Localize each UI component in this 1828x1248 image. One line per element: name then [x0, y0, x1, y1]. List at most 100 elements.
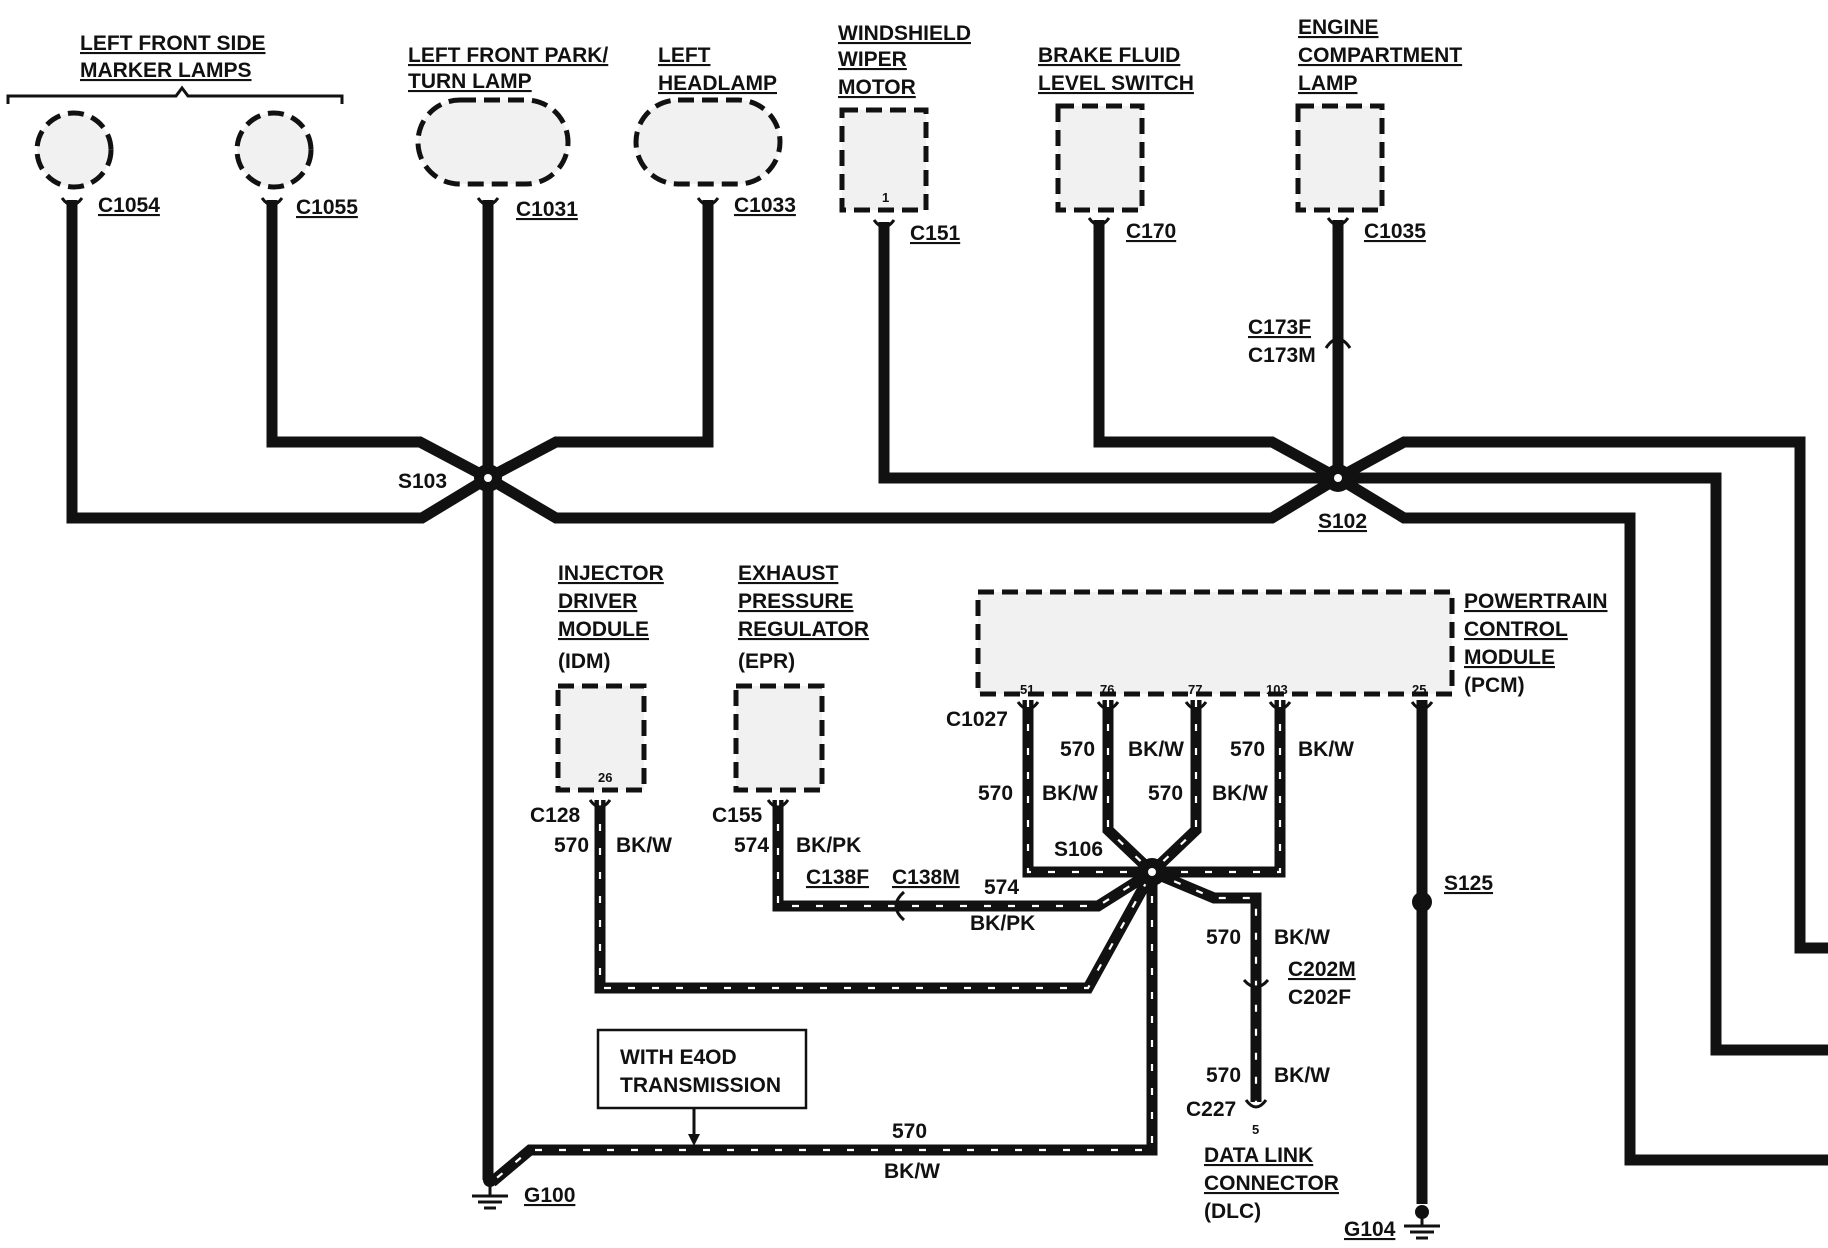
- label-c173m: C173M: [1248, 344, 1316, 367]
- label-data-link-connector-3: (DLC): [1204, 1200, 1261, 1223]
- left-front-side-marker-lamp-2: [234, 110, 314, 190]
- label-powertrain-control-module-2: CONTROL: [1464, 618, 1568, 641]
- label-powertrain-control-module-4: (PCM): [1464, 674, 1525, 697]
- wire-s102-out-3: [1335, 473, 1828, 1166]
- label-engine-compartment-lamp-3: LAMP: [1298, 72, 1358, 95]
- wires-solid: [66, 200, 1828, 1204]
- component-labels: LEFT FRONT SIDE MARKER LAMPS LEFT FRONT …: [80, 16, 1608, 1223]
- splices: [474, 464, 1432, 912]
- c138-terminal: [894, 890, 906, 922]
- label-left-headlamp-1: LEFT: [658, 44, 711, 67]
- wire-label-bkw-pcm76: BK/W: [1128, 738, 1184, 761]
- wire-label-bkw-idm: BK/W: [616, 834, 672, 857]
- label-c138m: C138M: [892, 866, 960, 889]
- wire-label-574-epr: 574: [734, 834, 769, 857]
- label-exhaust-pressure-regulator-4: (EPR): [738, 650, 795, 673]
- wire-s102-out-1: [1335, 436, 1828, 954]
- wire-label-570-g100: 570: [892, 1120, 927, 1143]
- wire-pcm76-s106: [1102, 700, 1156, 876]
- label-c151: C151: [910, 222, 961, 245]
- c173-terminal: [1324, 337, 1352, 349]
- label-s103: S103: [398, 470, 447, 493]
- label-s106: S106: [1054, 838, 1103, 861]
- label-brake-fluid-level-switch-2: LEVEL SWITCH: [1038, 72, 1194, 95]
- wire-c1055-s103: [266, 200, 491, 483]
- brake-fluid-level-switch: [1055, 103, 1145, 213]
- windshield-wiper-motor: [839, 107, 929, 213]
- wire-s102-out-2: [1338, 472, 1828, 1056]
- wire-c1054-s103: [66, 200, 491, 524]
- label-g104: G104: [1344, 1218, 1396, 1241]
- wire-idm-s106: [594, 800, 1157, 994]
- label-injector-driver-module-3: MODULE: [558, 618, 649, 641]
- pin-dlc-5: 5: [1252, 1122, 1259, 1137]
- label-windshield-wiper-motor-3: MOTOR: [838, 76, 916, 99]
- wire-label-bkw-dlc-upper: BK/W: [1274, 926, 1330, 949]
- wire-c1033-s103: [485, 200, 714, 483]
- wire-label-570-pcm77: 570: [1148, 782, 1183, 805]
- exhaust-pressure-regulator: [733, 683, 825, 793]
- wire-c151-s102: [878, 222, 1338, 484]
- wire-label-570-idm: 570: [554, 834, 589, 857]
- label-c202f: C202F: [1288, 986, 1351, 1009]
- pin-pcm-25: 25: [1412, 682, 1426, 697]
- label-c1033: C1033: [734, 194, 796, 217]
- wire-label-bkpk-c138: BK/PK: [970, 912, 1035, 935]
- label-c170: C170: [1126, 220, 1176, 243]
- wire-s103-s102: [485, 473, 1341, 524]
- components: [34, 97, 1455, 793]
- pin-wiper-1: 1: [882, 190, 889, 205]
- label-windshield-wiper-motor-1: WINDSHIELD: [838, 22, 971, 45]
- splice-labels: S103 S102 S106 S125 G100 G104: [398, 470, 1493, 1241]
- label-c138f: C138F: [806, 866, 869, 889]
- left-front-side-marker-lamp-1: [34, 110, 114, 190]
- label-left-headlamp-2: HEADLAMP: [658, 72, 777, 95]
- label-c1055: C1055: [296, 196, 358, 219]
- label-c155: C155: [712, 804, 763, 827]
- wire-labels: 570 BK/W 570 BK/W 570 BK/W 570 BK/W 570 …: [554, 738, 1354, 1183]
- wire-label-570-pcm76: 570: [1060, 738, 1095, 761]
- wire-label-bkw-pcm77: BK/W: [1212, 782, 1268, 805]
- wire-label-bkw-dlc-lower: BK/W: [1274, 1064, 1330, 1087]
- label-c1054: C1054: [98, 194, 160, 217]
- engine-compartment-lamp: [1295, 103, 1385, 213]
- label-c128: C128: [530, 804, 581, 827]
- wires-striped: [488, 700, 1286, 1187]
- label-c1035: C1035: [1364, 220, 1426, 243]
- label-s125: S125: [1444, 872, 1493, 895]
- wire-c170-s102: [1093, 220, 1341, 483]
- left-front-park-turn-lamp: [415, 97, 571, 187]
- label-left-front-park-turn-lamp-2: TURN LAMP: [408, 70, 532, 93]
- wire-label-570-pcm103: 570: [1230, 738, 1265, 761]
- connector-terminals: [60, 197, 1434, 1109]
- label-note-2: TRANSMISSION: [620, 1074, 781, 1097]
- c202-terminal: [1242, 978, 1270, 989]
- label-powertrain-control-module-1: POWERTRAIN: [1464, 590, 1608, 613]
- label-data-link-connector-2: CONNECTOR: [1204, 1172, 1339, 1195]
- wire-label-570-dlc-upper: 570: [1206, 926, 1241, 949]
- label-left-front-side-marker-lamps-2: MARKER LAMPS: [80, 59, 252, 82]
- pin-pcm-51: 51: [1020, 682, 1034, 697]
- pin-idm-26: 26: [598, 770, 612, 785]
- label-g100: G100: [524, 1184, 575, 1207]
- powertrain-control-module: [975, 589, 1455, 697]
- wire-label-574-c138: 574: [984, 876, 1019, 899]
- label-left-front-side-marker-lamps-1: LEFT FRONT SIDE: [80, 32, 266, 55]
- pin-pcm-77: 77: [1188, 682, 1202, 697]
- label-exhaust-pressure-regulator-3: REGULATOR: [738, 618, 869, 641]
- label-c1031: C1031: [516, 198, 578, 221]
- pin-pcm-76: 76: [1100, 682, 1114, 697]
- label-powertrain-control-module-3: MODULE: [1464, 646, 1555, 669]
- g104-ground-icon: [1404, 1205, 1440, 1240]
- pin-pcm-103: 103: [1266, 682, 1288, 697]
- label-s102: S102: [1318, 510, 1367, 533]
- label-engine-compartment-lamp-1: ENGINE: [1298, 16, 1379, 39]
- label-data-link-connector-1: DATA LINK: [1204, 1144, 1313, 1167]
- label-engine-compartment-lamp-2: COMPARTMENT: [1298, 44, 1462, 67]
- label-c1027: C1027: [946, 708, 1008, 731]
- label-note-1: WITH E4OD: [620, 1046, 737, 1069]
- left-headlamp: [633, 97, 783, 187]
- s125-dot: [1412, 892, 1432, 912]
- wire-label-bkw-pcm51: BK/W: [1042, 782, 1098, 805]
